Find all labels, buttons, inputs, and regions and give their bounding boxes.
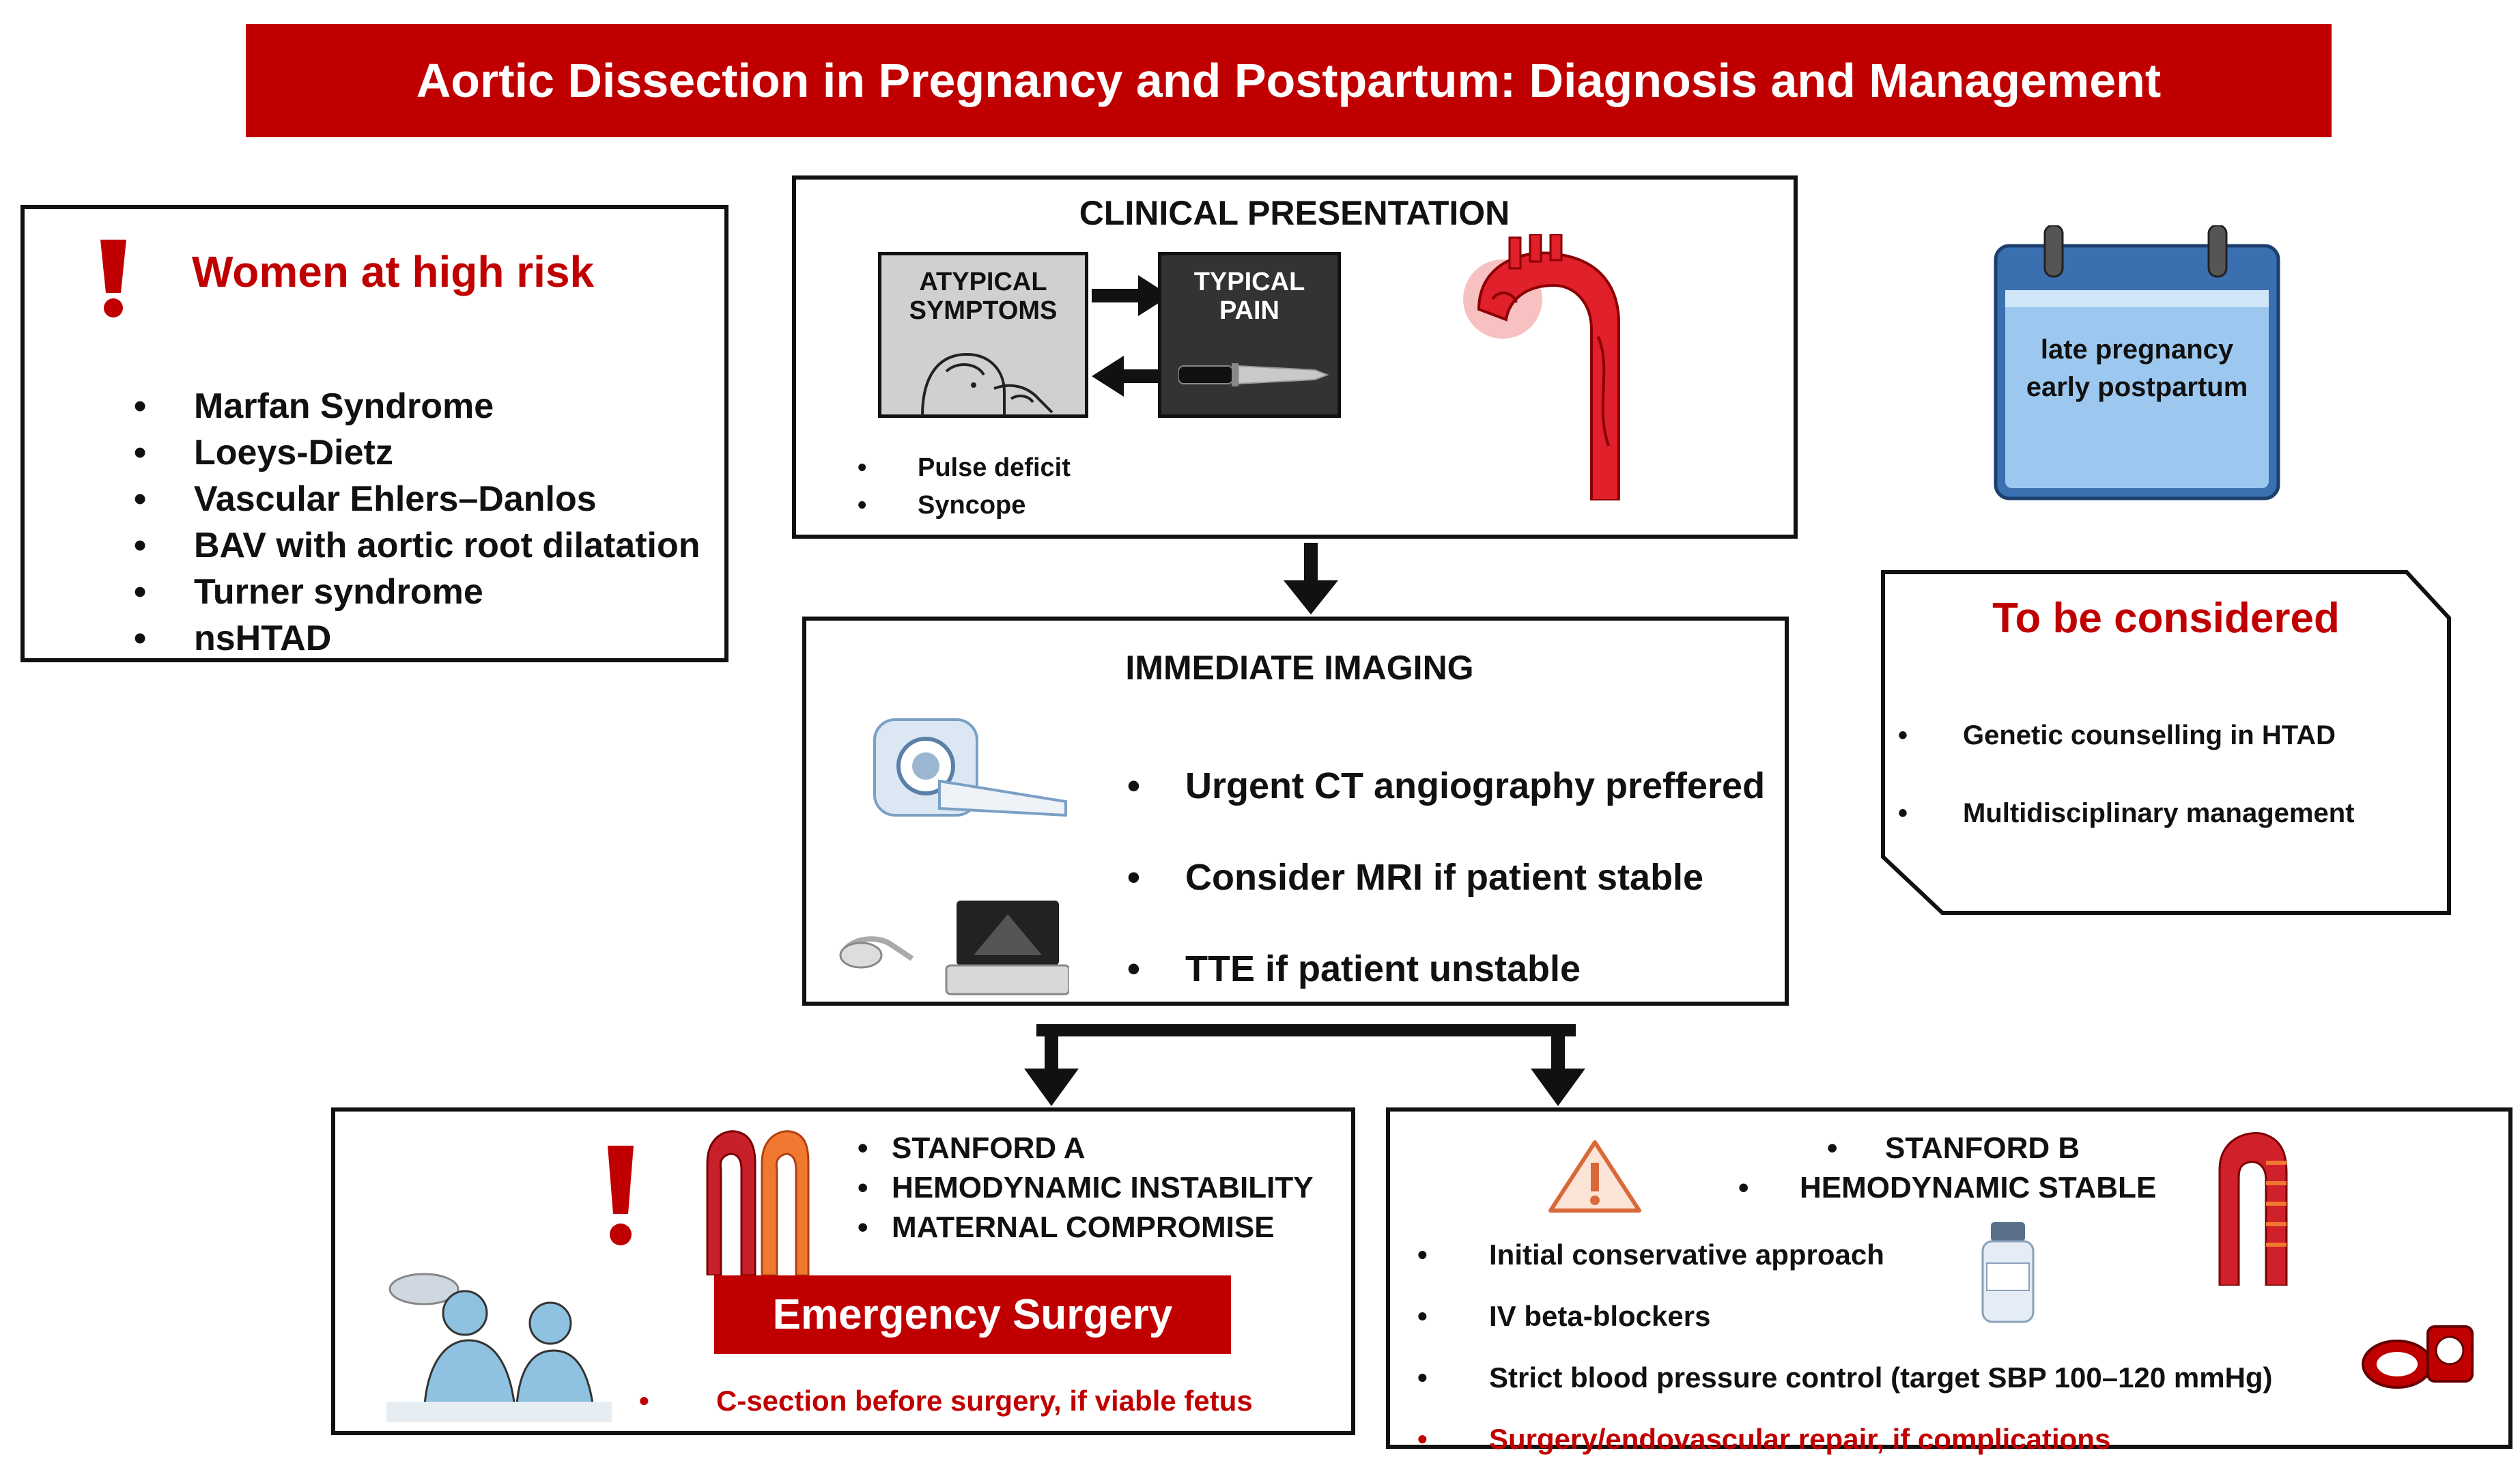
list-item: •Turner syndrome <box>134 572 483 612</box>
emergency-surgery-button: Emergency Surgery <box>714 1275 1231 1354</box>
calendar-icon: late pregnancy early postpartum <box>1990 225 2284 502</box>
list-item: •MATERNAL COMPROMISE <box>858 1211 1275 1244</box>
arrow-down-icon <box>1284 543 1338 614</box>
atypical-symptoms-box: ATYPICAL SYMPTOMS <box>878 252 1088 418</box>
list-item: •HEMODYNAMIC STABLE <box>1738 1171 2157 1204</box>
person-unwell-icon <box>909 334 1066 416</box>
stanford-a-list: •STANFORD A •HEMODYNAMIC INSTABILITY •MA… <box>335 1129 1353 1247</box>
stanford-b-panel: •STANFORD B •HEMODYNAMIC STABLE •Initial… <box>1386 1107 2512 1455</box>
typical-label: TYPICAL PAIN <box>1193 268 1305 325</box>
typical-pain-box: TYPICAL PAIN <box>1158 252 1341 418</box>
immediate-imaging-panel: IMMEDIATE IMAGING •Urgent CT angiography… <box>802 617 1789 1006</box>
stanford-b-list: •STANFORD B •HEMODYNAMIC STABLE <box>1390 1129 2510 1208</box>
imaging-list: •Urgent CT angiography preffered •Consid… <box>806 740 1783 1015</box>
ultrasound-icon <box>837 897 1069 996</box>
medicine-vial-icon <box>1977 1222 2039 1325</box>
clinical-presentation-panel: CLINICAL PRESENTATION ATYPICAL SYMPTOMS … <box>792 175 1798 539</box>
list-item: •Surgery/endovascular repair, if complic… <box>1417 1423 2111 1455</box>
aorta-stent-icon <box>2206 1122 2302 1286</box>
split-connector <box>1024 1024 1591 1109</box>
list-item: •Marfan Syndrome <box>134 386 494 426</box>
list-item: •HEMODYNAMIC INSTABILITY <box>858 1171 1314 1204</box>
list-item: •Urgent CT angiography preffered <box>1127 765 1766 806</box>
clinical-heading: CLINICAL PRESENTATION <box>1079 194 1510 232</box>
knife-icon <box>1178 358 1329 392</box>
arrow-right-icon <box>1092 275 1170 316</box>
high-risk-list: •Marfan Syndrome •Loeys-Dietz •Vascular … <box>25 383 721 662</box>
list-item: •STANFORD A <box>858 1131 1086 1165</box>
high-risk-panel: Women at high risk •Marfan Syndrome •Loe… <box>20 205 728 662</box>
consider-list: •Genetic counselling in HTAD •Multidisci… <box>1881 696 2448 852</box>
list-item: •Multidisciplinary management <box>1898 798 2355 828</box>
list-item: •Pulse deficit <box>858 453 1071 482</box>
list-item: •nsHTAD <box>134 619 332 658</box>
calendar-line-1: late pregnancy <box>2040 335 2234 365</box>
list-item: •TTE if patient unstable <box>1127 948 1581 989</box>
blood-pressure-cuff-icon <box>2360 1316 2479 1398</box>
list-item: •BAV with aortic root dilatation <box>134 526 700 565</box>
surgeons-icon <box>386 1258 612 1422</box>
calendar-line-2: early postpartum <box>2026 372 2248 402</box>
consider-heading: To be considered <box>1992 595 2340 642</box>
exclamation-icon <box>604 1146 638 1248</box>
list-item: •Loeys-Dietz <box>134 433 393 472</box>
list-item: •Genetic counselling in HTAD <box>1898 720 2336 750</box>
list-item: •Consider MRI if patient stable <box>1127 857 1704 898</box>
ct-scanner-icon <box>871 713 1076 825</box>
imaging-heading: IMMEDIATE IMAGING <box>1125 649 1474 687</box>
high-risk-heading: Women at high risk <box>192 247 595 296</box>
atypical-label: ATYPICAL SYMPTOMS <box>909 268 1058 325</box>
to-be-considered-panel: To be considered •Genetic counselling in… <box>1881 570 2451 915</box>
page-title: Aortic Dissection in Pregnancy and Postp… <box>246 24 2332 137</box>
list-item: •IV beta-blockers <box>1417 1300 1711 1332</box>
warning-icon <box>1547 1139 1643 1214</box>
list-item: •Syncope <box>858 491 1026 520</box>
clinical-list: •Pulse deficit •Syncope <box>796 449 1274 524</box>
list-item: •Vascular Ehlers–Danlos <box>134 479 597 519</box>
note-bullet: • <box>639 1385 649 1417</box>
management-list: •Initial conservative approach •IV beta-… <box>1390 1224 2510 1470</box>
stanford-a-note: C-section before surgery, if viable fetu… <box>716 1385 1253 1417</box>
exclamation-icon <box>96 240 130 318</box>
stanford-a-panel: •STANFORD A •HEMODYNAMIC INSTABILITY •MA… <box>331 1107 1355 1435</box>
list-item: •Strict blood pressure control (target S… <box>1417 1361 2273 1394</box>
list-item: •Initial conservative approach <box>1417 1239 1884 1271</box>
aorta-tear-icon <box>1452 234 1670 500</box>
list-item: •STANFORD B <box>1827 1131 2080 1165</box>
aorta-graft-icon <box>700 1122 810 1275</box>
